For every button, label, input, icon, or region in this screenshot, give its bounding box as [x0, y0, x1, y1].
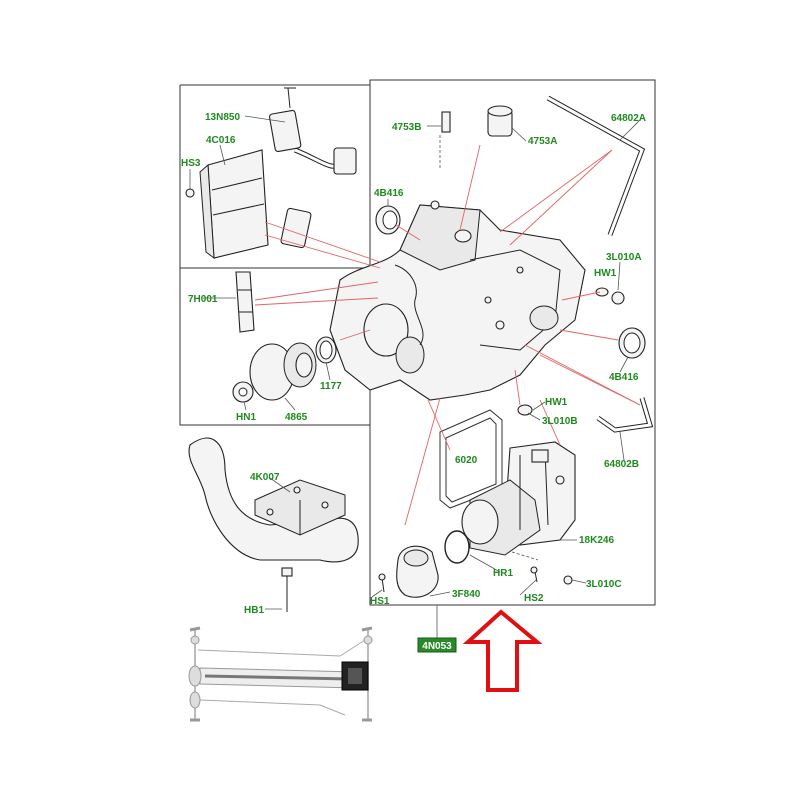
wiring-harness — [268, 87, 357, 252]
seal-4B416-upper — [375, 205, 401, 235]
seal-1177 — [315, 336, 337, 364]
label-3F840: 3F840 — [452, 589, 481, 600]
label-HW1-lower: HW1 — [545, 397, 568, 408]
label-HN1: HN1 — [236, 412, 256, 423]
screws — [378, 566, 573, 593]
label-4753B: 4753B — [392, 122, 421, 133]
plug-3L010A — [595, 287, 625, 305]
label-HW1-upper: HW1 — [594, 268, 617, 279]
label-4B416-upper: 4B416 — [374, 188, 404, 199]
callout-lines — [254, 144, 641, 526]
label-3L010B: 3L010B — [542, 416, 578, 427]
label-64802B: 64802B — [604, 459, 639, 470]
label-3L010A: 3L010A — [606, 252, 642, 263]
pin-4753B — [441, 111, 451, 133]
control-module — [185, 149, 269, 260]
cap-4753A — [487, 105, 513, 137]
cover-3F840 — [396, 545, 439, 598]
washer-HW1 — [517, 404, 533, 416]
label-7H001: 7H001 — [188, 294, 218, 305]
mount-4K007 — [188, 437, 359, 563]
seal-4B416-right — [618, 327, 646, 359]
label-HS2: HS2 — [524, 593, 544, 604]
label-HB1: HB1 — [244, 605, 264, 616]
transfer-case-frame — [369, 79, 656, 606]
tube-64802B — [596, 397, 654, 433]
part-labels: 13N850 4C016 HS3 4753B 4753A 64802A 4B41… — [181, 112, 646, 616]
label-4N053: 4N053 — [422, 641, 452, 652]
label-13N850: 13N850 — [205, 112, 240, 123]
label-6020: 6020 — [455, 455, 478, 466]
label-HS3: HS3 — [181, 158, 201, 169]
mount-panel-frame — [179, 268, 370, 426]
label-HR1: HR1 — [493, 568, 513, 579]
o-ring-HR1 — [444, 530, 470, 564]
bolt-HB1 — [281, 567, 293, 612]
label-3L010C: 3L010C — [586, 579, 622, 590]
transfer-case-housing — [329, 200, 586, 401]
label-4K007: 4K007 — [250, 472, 280, 483]
tube-64802A — [546, 95, 646, 236]
label-4B416-right: 4B416 — [609, 372, 639, 383]
label-18K246: 18K246 — [579, 535, 614, 546]
label-HS1: HS1 — [370, 596, 390, 607]
label-4C016: 4C016 — [206, 135, 236, 146]
flange-4865 — [249, 342, 317, 401]
bracket-7H001 — [235, 271, 255, 333]
vehicle-driveline-icon — [188, 626, 373, 722]
nut-HN1 — [232, 381, 254, 403]
label-4865: 4865 — [285, 412, 308, 423]
label-4753A: 4753A — [528, 136, 557, 147]
up-arrow-icon — [462, 609, 543, 692]
actuator-18K246 — [461, 441, 576, 556]
leader-lines — [189, 115, 641, 640]
label-64802A: 64802A — [611, 113, 646, 124]
assembly-tag-4N053: 4N053 — [417, 637, 457, 653]
label-1177: 1177 — [320, 381, 342, 392]
